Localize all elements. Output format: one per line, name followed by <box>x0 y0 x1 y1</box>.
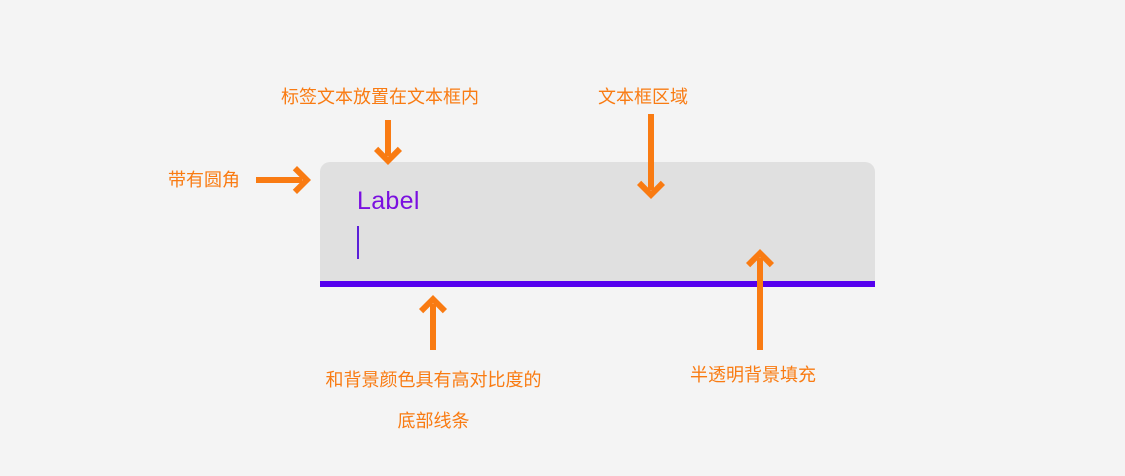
text-field-box[interactable] <box>320 162 875 282</box>
arrow-down-icon <box>374 120 402 166</box>
text-field-underline <box>320 281 875 287</box>
annotation-bottom-line-text-line2: 底部线条 <box>397 411 470 431</box>
arrow-up-icon <box>746 248 774 350</box>
text-field-label: Label <box>357 187 420 215</box>
arrow-right-icon <box>256 166 312 194</box>
annotation-field-area-text: 文本框区域 <box>598 87 688 107</box>
annotation-rounded-corners-text: 带有圆角 <box>168 170 240 190</box>
arrow-down-icon <box>637 114 665 200</box>
text-cursor-caret <box>357 226 359 259</box>
arrow-up-icon <box>419 294 447 350</box>
annotation-bottom-line-text-line1: 和背景颜色具有高对比度的 <box>325 370 542 390</box>
annotation-label-inside-text: 标签文本放置在文本框内 <box>281 87 479 107</box>
annotation-translucent-fill-text: 半透明背景填充 <box>690 365 816 385</box>
annotation-bottom-line-text: 和背景颜色具有高对比度的 底部线条 <box>306 360 561 442</box>
